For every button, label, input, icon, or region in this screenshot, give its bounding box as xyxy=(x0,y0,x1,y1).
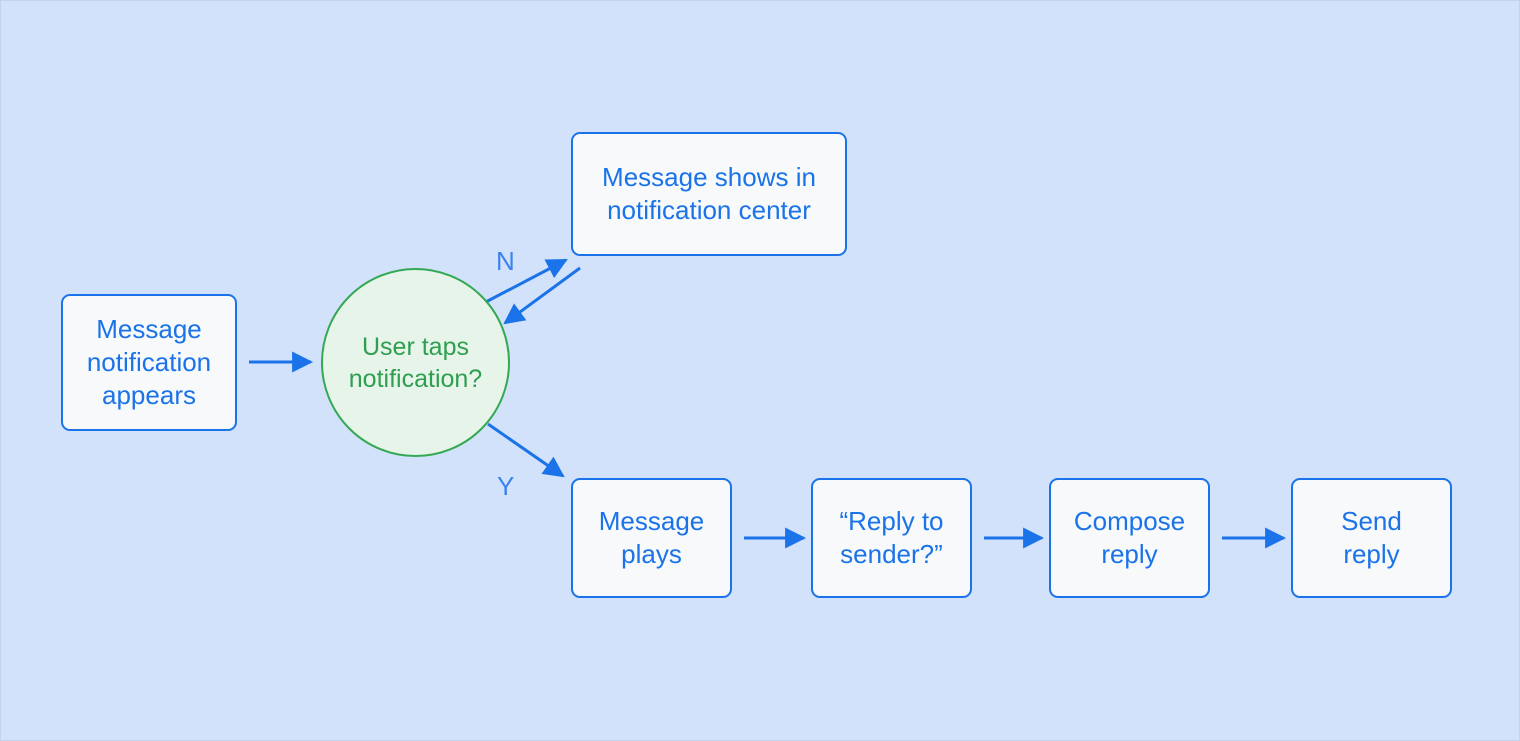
branch-label-n: N xyxy=(496,246,515,276)
node-label: Send reply xyxy=(1341,505,1402,569)
node-label: “Reply to sender?” xyxy=(839,505,944,569)
node-label: Compose reply xyxy=(1073,505,1186,569)
edge-decision-to-notification-center xyxy=(481,258,568,306)
node-label: Message notification appears xyxy=(86,313,212,411)
edge-decision-to-message-plays xyxy=(487,422,565,478)
node-user-taps-notification[interactable]: User taps notification? xyxy=(321,268,510,457)
node-label: User taps notification? xyxy=(348,332,483,393)
node-message-shows-in-notification-center[interactable]: Message shows in notification center xyxy=(571,132,847,256)
node-label: Message plays xyxy=(598,505,705,569)
node-message-notification-appears[interactable]: Message notification appears xyxy=(61,294,237,431)
node-send-reply[interactable]: Send reply xyxy=(1291,478,1452,598)
node-reply-to-sender[interactable]: “Reply to sender?” xyxy=(811,478,972,598)
node-compose-reply[interactable]: Compose reply xyxy=(1049,478,1210,598)
node-label: Message shows in notification center xyxy=(602,161,816,225)
node-message-plays[interactable]: Message plays xyxy=(571,478,732,598)
edge-notification-center-to-decision xyxy=(503,266,581,325)
branch-label-y: Y xyxy=(497,471,515,501)
